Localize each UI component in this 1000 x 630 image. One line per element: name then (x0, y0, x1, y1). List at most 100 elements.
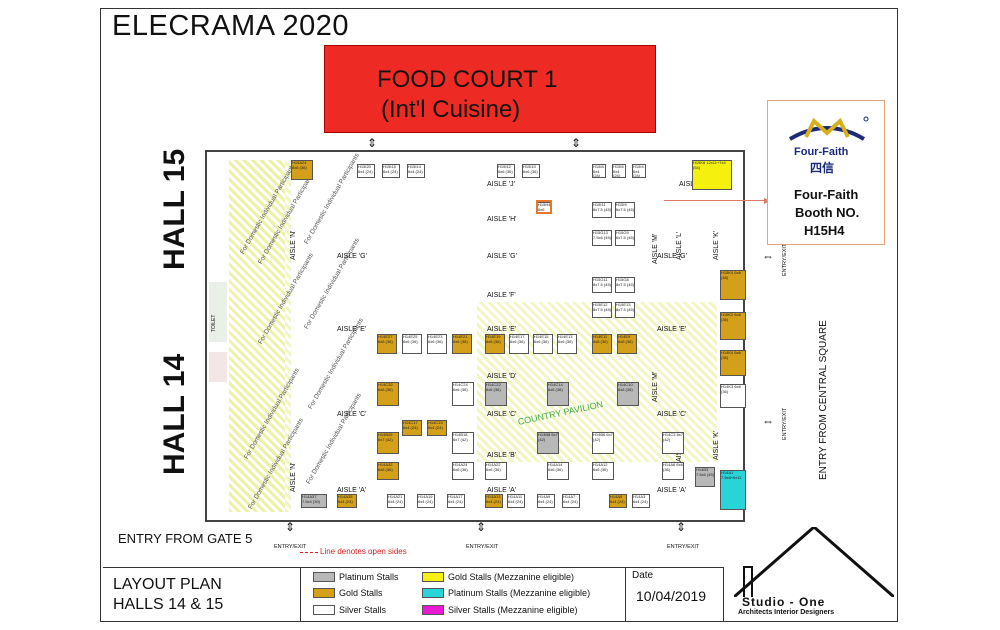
stall-h14e21[interactable]: H14E21 6x6 (36) (452, 334, 472, 354)
legend-silver: Silver Stalls (313, 605, 386, 615)
floor-plan: TOILET AISLE 'N' AISLE 'N' AISLE 'L' AIS… (205, 150, 746, 522)
stall-h14a21[interactable]: H14A21 6x4 (24) (387, 494, 405, 508)
exit-arrow-icon: ⇕ (285, 520, 296, 534)
stall-h14a17[interactable]: H14A17 6x4 (24) (447, 494, 465, 508)
stall-h14a37[interactable]: H14A37 7.5x4 (30) (301, 494, 327, 508)
stall-h14a14[interactable]: H14A14 6x6 (36) (547, 462, 569, 480)
stall-h14a1[interactable]: H14A1 7.5x8+6x11 (720, 470, 746, 510)
stall-h15a24[interactable]: H15A24 6x6 (36) (291, 160, 313, 180)
legend-swatch (422, 605, 444, 615)
aisle-f-label: AISLE 'F' (487, 292, 516, 299)
aisle-m-label: AISLE 'M' (652, 371, 659, 402)
stall-h14k4[interactable]: H14K4 6x6 (36) (720, 350, 746, 376)
stall-h15k4[interactable]: H15K4 6x8 (48) (720, 270, 746, 300)
stall-h14a22[interactable]: H14A22 6x6 (36) (485, 462, 507, 480)
legend-label: Platinum Stalls (339, 572, 399, 582)
stall-h15i9[interactable]: H15I9 6x7.5 (45) (615, 202, 635, 218)
stall-h14a7[interactable]: H14A7 6x4 (24) (562, 494, 580, 508)
four-faith-logo-icon (788, 116, 869, 141)
stall-h14c22[interactable]: H14C22 6x6 (36) (485, 382, 507, 406)
stall-h15i14[interactable]: H15I14 6x4 (24) (407, 164, 425, 178)
legend-gold: Gold Stalls (313, 588, 383, 598)
stall-h14e19[interactable]: H14E19 6x6 (36) (485, 334, 505, 354)
exit-arrow-icon: ⇔ (762, 414, 774, 428)
stall-h14c15[interactable]: H14C15 6x4 (24) (427, 420, 447, 436)
stall-h15k6[interactable]: H15K6 12x11+7x4 (54) (692, 160, 732, 190)
stall-h14c14[interactable]: H14C14 6x6 (36) (547, 382, 569, 406)
stall-h15e12[interactable]: H15E12 8x7.5 (45) (592, 302, 612, 318)
stall-h14a19[interactable]: H14A19 6x4 (24) (417, 494, 435, 508)
stall-h14a12[interactable]: H14A12 6x6 (36) (592, 462, 614, 480)
stall-h14c24[interactable]: H14C24 6x6 (36) (452, 382, 474, 406)
stall-h15i12[interactable]: H15I12 6x6 (36) (497, 164, 515, 178)
aisle-c-label: AISLE 'C' (487, 411, 517, 418)
stall-h14b3[interactable]: H14B3 7.5x6 (45) (695, 467, 715, 487)
legend: Platinum Stalls Gold Stalls Silver Stall… (301, 567, 626, 622)
stall-h15g8[interactable]: H15G8 8x7.5 (45) (615, 277, 635, 293)
aisle-a-label: AISLE 'A' (337, 487, 367, 494)
toilet-label: TOILET (211, 314, 217, 332)
entry-exit-label: ENTRY/EXIT (782, 407, 788, 440)
stall-h14e17[interactable]: H14E17 6x6 (36) (509, 334, 529, 354)
stall-h14e23[interactable]: H14E23 6x6 (36) (427, 334, 447, 354)
stall-h14b8[interactable]: H14B8 6x7 (42) (537, 432, 559, 454)
booth-highlight-h15h4[interactable] (536, 200, 552, 214)
stall-h14e11[interactable]: H14E11 6x6 (36) (592, 334, 612, 354)
stall-h14e9[interactable]: H14E9 6x6 (36) (617, 334, 637, 354)
stall-h14c3[interactable]: H14C3 6x7 (42) (662, 432, 684, 454)
stall-h14a13[interactable]: H14A13 6x4 (24) (485, 494, 503, 508)
stall-h14c10[interactable]: H14C10 6x6 (36) (617, 382, 639, 406)
stall-h14b26[interactable]: H14B26 6x7 (42) (377, 432, 399, 454)
stall-h14a9[interactable]: H14A9 6x4 (24) (537, 494, 555, 508)
four-faith-logo-text: Four-Faith (794, 146, 849, 158)
stall-h14a35[interactable]: H14A35 6x4 (24) (337, 494, 357, 508)
studio-subtitle: Architects Interior Designers (738, 609, 835, 616)
stall-h15g9[interactable]: H15G9 6x7.5 (45) (615, 230, 635, 246)
hall-14-label: HALL 14 (158, 353, 191, 475)
stall-h14a24[interactable]: H14A24 6x6 (36) (452, 462, 474, 480)
four-faith-callout: Four-Faith 四信 Four-Faith Booth NO. H15H4 (767, 100, 885, 245)
stall-h15g11[interactable]: H15G11 8x7.5 (45) (592, 277, 612, 293)
stall-h15g13[interactable]: H15G13 7.5x6 (45) (592, 230, 612, 246)
stall-h14e27[interactable]: H14E27 6x6 (36) (377, 334, 397, 354)
aisle-c-label: AISLE 'C' (657, 411, 687, 418)
entry-exit-label: ENTRY/EXIT (667, 544, 700, 550)
stall-h14b6[interactable]: H14B6 6x7 (42) (592, 432, 614, 454)
stall-h14a11[interactable]: H14A11 6x4 (24) (507, 494, 525, 508)
stall-h14e13[interactable]: H14E13 6x6 (36) (557, 334, 577, 354)
stall-h15i8[interactable]: H15I8 6x4 (24) (592, 164, 606, 178)
stall-h14a3[interactable]: H14A3 6x4 (24) (632, 494, 650, 508)
aisle-n-label: AISLE 'N' (290, 462, 297, 492)
stall-h15i6[interactable]: H15I6 6x4 (24) (612, 164, 626, 178)
stall-h14e25[interactable]: H14E25 6x6 (36) (402, 334, 422, 354)
stall-h14k3[interactable]: H14K3 6x6 (36) (720, 384, 746, 408)
stall-h15i11[interactable]: H15I11 8x7.5 (45) (592, 202, 612, 218)
stall-h15i10[interactable]: H15I10 6x6 (36) (522, 164, 540, 178)
aisle-k-label: AISLE 'K' (713, 230, 720, 260)
exit-arrow-icon: ⇕ (367, 136, 378, 150)
stall-h14a6[interactable]: H14A6 6x6 (36) (662, 462, 684, 480)
aisle-d-label: AISLE 'D' (487, 373, 517, 380)
legend-gold-mezz: Gold Stalls (Mezzanine eligible) (422, 572, 574, 582)
stall-h14a5[interactable]: H14A5 6x4 (24) (609, 494, 627, 508)
stall-h15k2[interactable]: H15K2 6x6 (36) (720, 312, 746, 340)
date-value: 10/04/2019 (636, 588, 707, 604)
stall-h14b18[interactable]: H14B18 6x7 (42) (452, 432, 474, 454)
aisle-c-label: AISLE 'C' (337, 411, 367, 418)
studio-block: Studio - One Architects Interior Designe… (724, 527, 898, 622)
stall-h14c32[interactable]: H14C32 6x6 (36) (377, 382, 399, 406)
stall-h15i15[interactable]: H15I15 6x4 (24) (382, 164, 400, 178)
stall-h15e13[interactable]: H15E13 8x7.5 (45) (615, 302, 635, 318)
stall-h14a32[interactable]: H14A32 6x6 (36) (377, 462, 399, 480)
toilet-block-2 (209, 352, 227, 382)
stall-h14c17[interactable]: H14C17 6x4 (24) (402, 420, 422, 436)
stall-h14e15[interactable]: H14E15 6x6 (36) (533, 334, 553, 354)
aisle-j-label: AISLE 'J' (487, 181, 515, 188)
stall-h15i4[interactable]: H15I4 6x4 (24) (632, 164, 646, 178)
open-sides-note: Line denotes open sides (320, 547, 407, 556)
food-court-title: FOOD COURT 1 (377, 66, 558, 93)
stall-h15i20[interactable]: H15I20 6x4 (24) (357, 164, 375, 178)
studio-one-logo-icon (734, 527, 894, 597)
aisle-a-label: AISLE 'A' (487, 487, 517, 494)
entry-gate5-label: ENTRY FROM GATE 5 (118, 531, 253, 546)
